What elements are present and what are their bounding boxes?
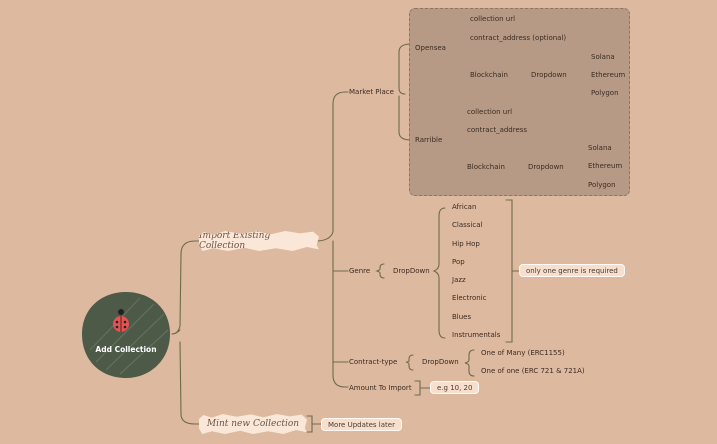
genre-option: Classical (452, 221, 483, 229)
contract-type-label: Contract-type (349, 358, 398, 366)
amount-note: e.g 10, 20 (430, 381, 480, 394)
genre-note: only one genre is required (519, 264, 625, 277)
rarrible-dropdown: Dropdown (528, 163, 564, 171)
ladybug-icon (113, 309, 129, 332)
contract-type-dropdown: DropDown (422, 358, 459, 366)
bracket-import (315, 91, 349, 242)
opensea-dropdown: Dropdown (531, 71, 567, 79)
bracket-contract-options (464, 349, 475, 377)
genre-option: Pop (452, 258, 465, 266)
rarrible-option: Solana (588, 144, 612, 152)
mint-new-collection-node[interactable]: Mint new Collection (199, 414, 307, 434)
genre-option: Electronic (452, 294, 487, 302)
bracket-genre-options (432, 207, 446, 339)
genre-option: Hip Hop (452, 240, 480, 248)
opensea-contract-address: contract_address (optional) (470, 34, 567, 42)
bracket-mint-note (306, 415, 313, 433)
genre-option: African (452, 203, 477, 211)
rarrible-label: Rarrible (415, 136, 443, 144)
market-place-label: Market Place (349, 88, 394, 96)
rarrible-option: Ethereum (588, 162, 623, 170)
opensea-option: Solana (591, 53, 615, 61)
import-existing-collection-node[interactable]: Import Existing Collection (199, 231, 319, 251)
rarrible-collection-url: collection url (467, 108, 513, 116)
genre-option: Jazz (452, 276, 466, 284)
root-node[interactable] (80, 290, 172, 380)
root-label: Add Collection (95, 345, 157, 354)
contract-type-option: One of Many (ERC1155) (481, 349, 565, 357)
genre-option: Blues (452, 313, 472, 321)
marketplace-panel (409, 8, 630, 196)
opensea-collection-url: collection url (470, 15, 516, 23)
connector-mint (179, 341, 201, 425)
genre-dropdown: DropDown (393, 267, 430, 275)
rarrible-option: Polygon (588, 181, 616, 189)
opensea-label: Opensea (415, 44, 446, 52)
genre-label: Genre (349, 267, 371, 275)
amount-to-import-label: Amount To Import (349, 384, 412, 392)
genre-option: Instrumentals (452, 331, 501, 339)
bracket-genre-note (505, 199, 513, 343)
rarrible-blockchain: Blockchain (467, 163, 505, 171)
connector-import (171, 240, 201, 335)
opensea-option: Ethereum (591, 71, 626, 79)
rarrible-contract-address: contract_address (467, 126, 528, 134)
opensea-blockchain: Blockchain (470, 71, 508, 79)
mint-note: More Updates later (321, 418, 402, 431)
bracket-marketplace (398, 43, 412, 95)
contract-type-option: One of one (ERC 721 & 721A) (481, 367, 585, 375)
opensea-option: Polygon (591, 89, 619, 97)
